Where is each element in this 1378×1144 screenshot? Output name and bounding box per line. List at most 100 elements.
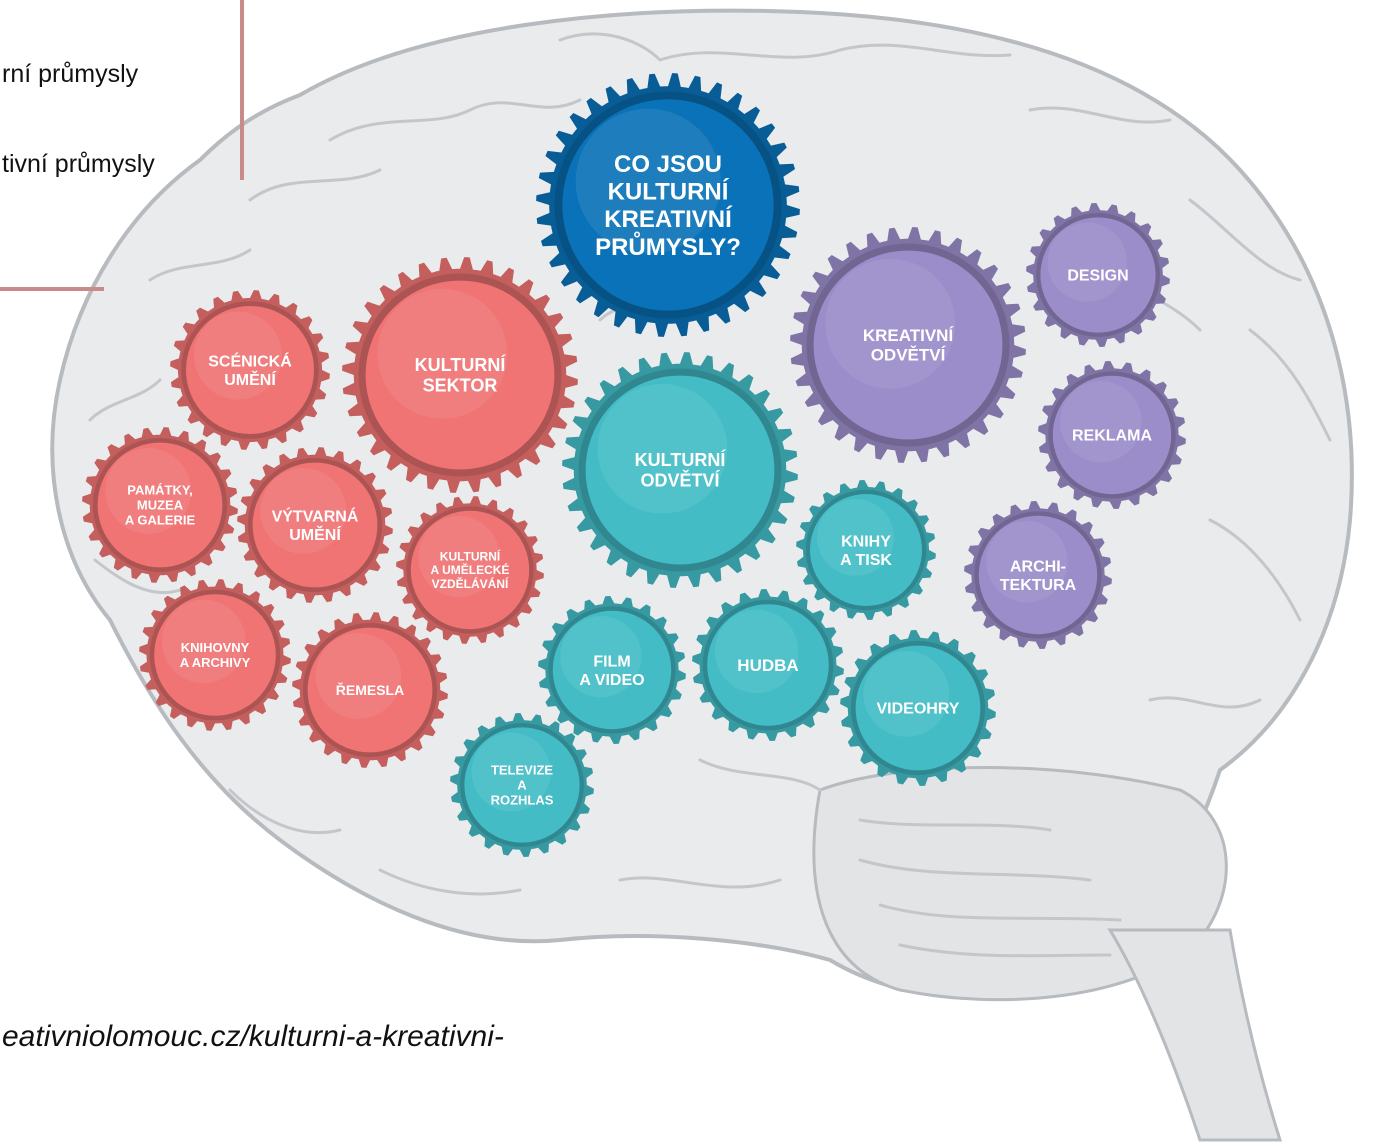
gear-face (97, 442, 223, 568)
gear-face (307, 627, 433, 753)
gear-highlight (105, 448, 192, 534)
panel-line-1: rní průmysly (2, 60, 139, 88)
brain-fold-line (1248, 328, 1332, 442)
gear-design: DESIGN (1026, 203, 1170, 347)
gear-highlight (418, 515, 500, 598)
gear-label-line: ROZHLAS (491, 793, 554, 808)
gear-face (154, 594, 276, 716)
gear-face (978, 515, 1098, 635)
gear-label-line: PAMÁTKY, (127, 483, 192, 498)
gear-label-line: ODVĚTVÍ (871, 346, 947, 365)
brain-stem (1107, 928, 1283, 1142)
gear-label-line: A VIDEO (579, 672, 644, 689)
gear-face (707, 604, 829, 726)
gear-label-line: REKLAMA (1072, 428, 1152, 445)
gear-label-line: VIDEOHRY (877, 701, 960, 718)
gear-face (1040, 217, 1156, 333)
gear-label-line: ARCHI- (1010, 558, 1066, 575)
gear-highlight (863, 651, 950, 737)
gear-label-line: KNIHY (841, 533, 891, 550)
gear-label-line: A (517, 778, 527, 793)
gear-label-line: SEKTOR (423, 376, 498, 396)
gear-highlight (597, 383, 728, 514)
brain-fold-line (228, 788, 342, 835)
gear-label-line: KULTURNÍ (608, 178, 730, 206)
gear-label-line: TELEVIZE (491, 763, 553, 778)
gear-label-line: DESIGN (1067, 268, 1128, 285)
brain-fold-line (898, 943, 1112, 958)
gear-label-line: KREATIVNÍ (604, 205, 733, 233)
gear-highlight (161, 599, 246, 684)
gear-face (464, 727, 580, 843)
brain-fold-line (618, 876, 782, 889)
gear-highlight (1047, 222, 1127, 302)
brain-fold-line (93, 558, 182, 595)
gear-face (813, 250, 1003, 440)
gear-label-line: TEKTURA (1000, 577, 1077, 594)
gear-label-line: KULTURNÍ (635, 449, 727, 470)
brain-fold-line (88, 378, 162, 422)
brain-fold-line (148, 248, 252, 282)
brain-fold-line (698, 758, 822, 792)
source-url: eativniolomouc.cz/kulturni-a-kreativni- (2, 1020, 504, 1053)
gear-label: VIDEOHRY (877, 701, 960, 718)
brain-fold-line (378, 868, 522, 896)
gear-label: REKLAMA (1072, 428, 1152, 445)
brain-fold-line (1188, 198, 1302, 282)
gear-highlight (986, 520, 1068, 603)
gear-videohry: VIDEOHRY (840, 630, 996, 786)
gear-label-line: KULTURNÍ (440, 548, 501, 563)
gear-label-line: SCÉNICKÁ (208, 351, 292, 370)
gear-label-line: KULTURNÍ (415, 354, 507, 375)
gear-highlight (471, 732, 551, 812)
gear-face (365, 280, 555, 470)
gear-highlight (714, 609, 799, 694)
gear-face (1052, 375, 1172, 495)
brain-fold-line (658, 43, 1012, 62)
brain-fold-line (558, 32, 662, 62)
gear-label-line: VÝTVARNÁ (272, 506, 359, 525)
brain-fold-line (878, 903, 1122, 922)
gear-label-line: A ARCHIVY (180, 655, 251, 670)
gear-architektura: ARCHI- TEKTURA (964, 501, 1112, 649)
gear-reklama: REKLAMA (1038, 361, 1186, 509)
gear-highlight (260, 468, 347, 554)
gear-label-line: ODVĚTVÍ (640, 470, 720, 491)
gear-highlight (315, 633, 402, 719)
brain-fold-line (1028, 106, 1172, 124)
gear-highlight (194, 311, 282, 400)
gear-face (585, 375, 775, 565)
brain-folds (88, 32, 1332, 958)
panel-line-2: tivní průmysly (2, 150, 155, 178)
brain-fold-line (1208, 518, 1302, 622)
gear-label-line: KNIHOVNY (181, 640, 250, 655)
gear-highlight (575, 108, 721, 254)
gear-face (855, 645, 981, 771)
gear-label-line: A UMĚLECKÉ (431, 562, 510, 577)
gear-highlight (1060, 380, 1142, 463)
brain-fold-line (858, 818, 1052, 832)
gear-highlight (825, 258, 956, 389)
gear-label-line: VZDĚLÁVÁNÍ (432, 576, 509, 591)
brain-fold-line (1148, 696, 1262, 709)
